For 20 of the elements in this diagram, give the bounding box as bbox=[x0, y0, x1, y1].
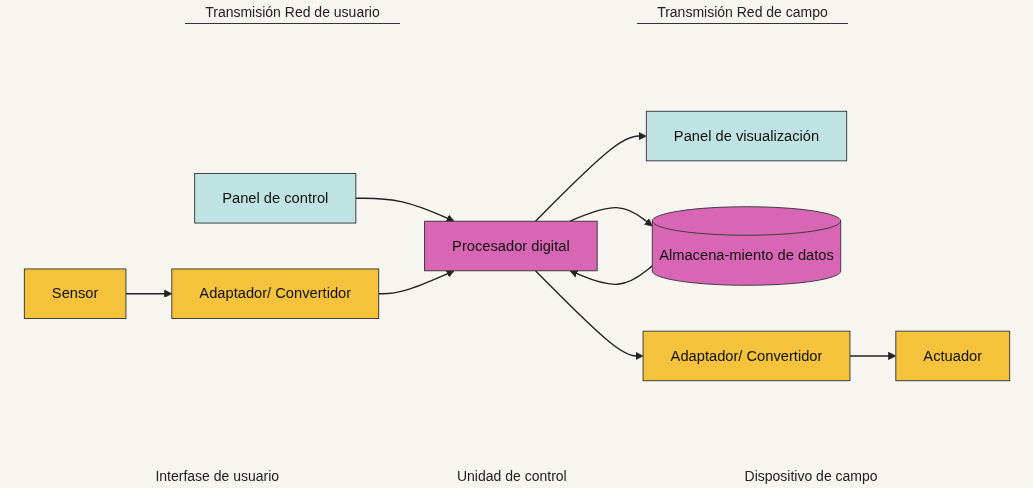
node-box: Procesador digital bbox=[423, 220, 598, 272]
arrow bbox=[568, 206, 653, 227]
node-box: Actuador bbox=[894, 330, 1010, 382]
section-label: Interfase de usuario bbox=[155, 468, 280, 484]
arrow bbox=[848, 351, 896, 360]
arrow bbox=[534, 270, 643, 360]
node-box: Sensor bbox=[23, 268, 126, 319]
node-box: Adaptador/ Convertidor bbox=[642, 330, 850, 382]
network-label: Transmisión Red de campo bbox=[637, 4, 848, 24]
node-box: Panel de visualización bbox=[645, 110, 847, 162]
section-label: Unidad de control bbox=[456, 468, 567, 484]
network-label: Transmisión Red de usuario bbox=[185, 4, 400, 24]
arrow bbox=[534, 132, 647, 222]
arrow bbox=[377, 270, 454, 295]
section-label: Dispositivo de campo bbox=[744, 468, 878, 484]
node-box: Adaptador/ Convertidor bbox=[170, 268, 379, 319]
arrow bbox=[354, 197, 454, 222]
arrow bbox=[124, 289, 172, 298]
node-box: Panel de control bbox=[193, 173, 356, 224]
arrow bbox=[569, 265, 653, 285]
